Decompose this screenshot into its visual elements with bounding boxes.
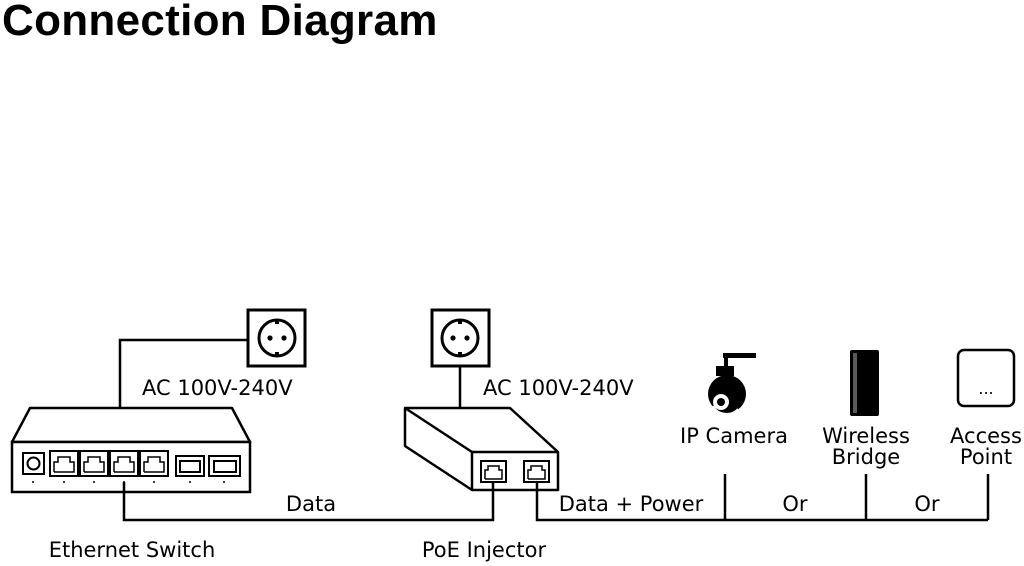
ethernet-switch-label: Ethernet Switch	[49, 538, 216, 562]
wireless-bridge-label-line1: Wireless	[822, 424, 910, 448]
or-label: Or	[914, 492, 940, 516]
power-outlet-icon	[430, 308, 491, 368]
access-point-icon: ...	[956, 348, 1016, 408]
wireless-bridge-label-line2: Bridge	[832, 445, 900, 469]
ethernet-switch-icon	[10, 406, 252, 494]
access-point-dots: ...	[978, 379, 993, 398]
poe-injector-label: PoE Injector	[422, 538, 547, 562]
page-title: Connection Diagram	[2, 0, 438, 45]
power-outlet-icon	[246, 308, 307, 368]
access-point-label-line2: Point	[960, 445, 1012, 469]
switch-ac-label: AC 100V-240V	[142, 376, 293, 400]
access-point-label-line1: Access	[950, 424, 1022, 448]
poe-injector-icon	[403, 406, 560, 492]
data-power-label: Data + Power	[559, 492, 704, 516]
data-cable	[122, 482, 495, 522]
wireless-bridge-icon	[850, 350, 879, 416]
or-label: Or	[782, 492, 808, 516]
injector-ac-label: AC 100V-240V	[483, 376, 634, 400]
ip-camera-icon	[708, 353, 756, 416]
data-power-cable	[535, 482, 988, 522]
switch-power-cable	[118, 338, 248, 408]
ip-camera-label: IP Camera	[680, 424, 788, 448]
data-label: Data	[286, 492, 336, 516]
